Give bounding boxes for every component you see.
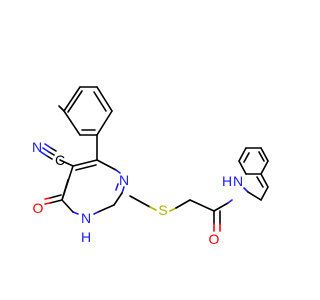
ring-carbonyl-o-label: O — [33, 200, 44, 216]
nitrile-n-label: N — [32, 139, 42, 155]
amide-nh-h-label: H — [222, 173, 232, 189]
molecule-structure: N C O N H N S O N H — [32, 86, 269, 247]
nitrile-c-label: C — [55, 152, 65, 168]
thioacetamide-chain — [129, 187, 262, 232]
nitrile-group — [40, 143, 74, 167]
thioether-s-label: S — [158, 202, 167, 218]
amide-nh-n-label: N — [233, 173, 243, 189]
top-phenyl-ring — [58, 86, 113, 136]
ring-n-label: N — [119, 172, 129, 188]
ring-nh-n-label: N — [81, 210, 91, 226]
pyrimidine-ring — [44, 134, 125, 215]
ring-nh-h-label: H — [81, 229, 91, 245]
benzyl-ring — [238, 147, 269, 201]
amide-o-label: O — [209, 231, 220, 247]
